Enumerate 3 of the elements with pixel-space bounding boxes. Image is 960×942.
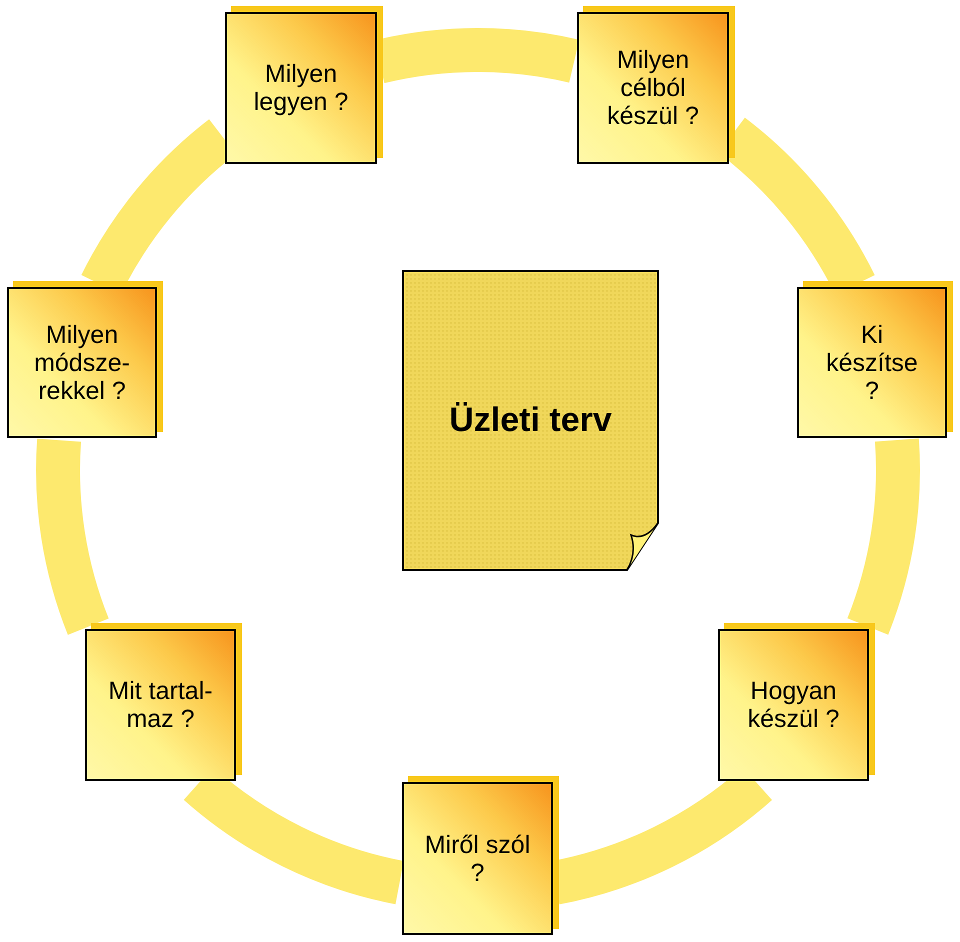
connector-band — [846, 440, 920, 634]
document-shape: Üzleti terv — [402, 270, 659, 571]
connector-band — [36, 440, 110, 634]
